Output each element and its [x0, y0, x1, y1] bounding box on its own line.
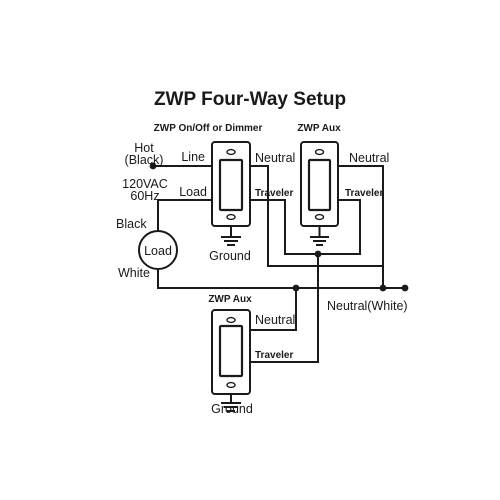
- load-black-label: Black: [116, 217, 147, 231]
- aux-switch-bottom: ZWP Aux Ground Neutral Traveler: [208, 294, 295, 416]
- load-white-label: White: [118, 266, 150, 280]
- aux-bottom-neutral-label: Neutral: [255, 313, 295, 327]
- wiring: [149, 162, 409, 363]
- neutral-terminal-dot: [401, 284, 409, 292]
- aux-bottom-traveler-wire: [251, 253, 319, 363]
- load-symbol: Load: [138, 230, 178, 270]
- screw-icon: [314, 148, 325, 156]
- junction-dot: [314, 250, 322, 258]
- diagram-title: ZWP Four-Way Setup: [154, 89, 346, 110]
- screw-icon: [226, 148, 236, 156]
- junction-dot: [379, 284, 387, 292]
- screw-icon: [226, 381, 236, 389]
- aux-top-traveler-label: Traveler: [345, 188, 383, 199]
- aux-bottom-ground-label: Ground: [211, 402, 253, 416]
- main-switch-rocker: [218, 158, 244, 212]
- aux-top-traveler-wire: [319, 199, 361, 255]
- frequency-label: 60Hz: [130, 189, 159, 203]
- voltage-label: 120VAC: [122, 177, 168, 191]
- load-circle: [138, 230, 178, 270]
- main-load-label: Load: [179, 185, 207, 199]
- screw-icon: [226, 213, 236, 221]
- aux-top-label: ZWP Aux: [297, 123, 341, 134]
- main-neutral-label: Neutral: [255, 151, 295, 165]
- main-switch-label: ZWP On/Off or Dimmer: [154, 123, 263, 134]
- screw-icon: [314, 213, 325, 221]
- neutral-bus-label: Neutral(White): [327, 299, 408, 313]
- load-label: Load: [144, 244, 172, 258]
- junction-dot: [292, 284, 300, 292]
- aux-bottom-label: ZWP Aux: [208, 294, 252, 305]
- hot-color-label: (Black): [125, 153, 164, 167]
- main-traveler-wire: [251, 199, 321, 255]
- main-switch: ZWP On/Off or Dimmer Ground Line Load Ne…: [154, 123, 296, 263]
- main-neutral-wire: [251, 165, 384, 289]
- hot-terminal-dot: [149, 162, 157, 170]
- aux-bottom-neutral-wire: [251, 287, 297, 331]
- screw-icon: [226, 316, 236, 324]
- aux-top-neutral-wire: [339, 165, 384, 267]
- main-ground-label: Ground: [209, 249, 251, 263]
- main-traveler-label: Traveler: [255, 188, 293, 199]
- aux-top-neutral-label: Neutral: [349, 151, 389, 165]
- hot-label: Hot: [134, 141, 154, 155]
- aux-bottom-traveler-label: Traveler: [255, 350, 293, 361]
- aux-bottom-rocker: [218, 324, 244, 378]
- aux-switch-top: ZWP Aux Neutral Traveler: [297, 123, 389, 246]
- aux-top-rocker: [307, 158, 332, 212]
- main-line-label: Line: [181, 150, 205, 164]
- neutral-bus-wire: [157, 267, 406, 289]
- load-black-wire: [157, 199, 211, 234]
